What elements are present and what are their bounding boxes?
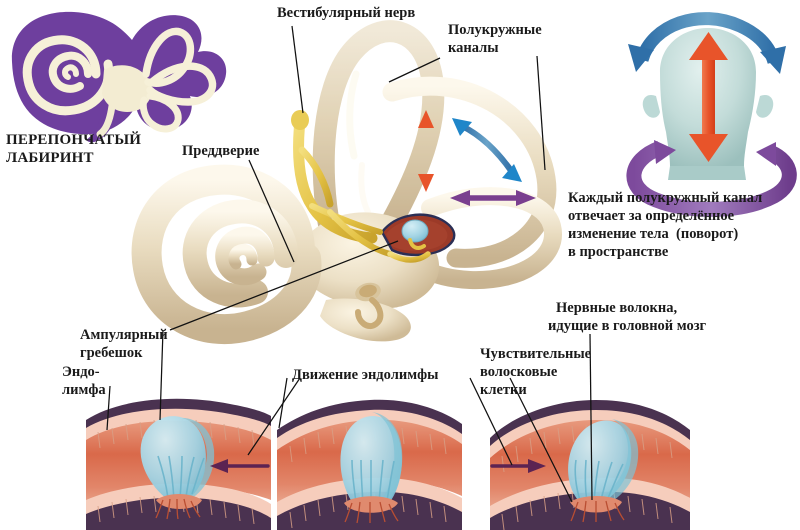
label-endolymph-line1: Эндо-: [62, 364, 100, 380]
label-vestibule: Преддверие: [182, 143, 260, 159]
inset-caption-line1: ПЕРЕПОНЧАТЫЙ: [6, 132, 142, 148]
label-ampullary-crest-line2: гребешок: [80, 345, 143, 361]
label-hair-cells-line2: волосковые: [480, 364, 558, 380]
side-text-line4: в пространстве: [568, 244, 669, 260]
ampulla-cutaway: [380, 213, 456, 257]
leader-lines: [106, 25, 593, 503]
label-vestibular-nerve: Вестибулярный нерв: [277, 5, 416, 21]
blue-diagonal-arrow: [452, 118, 522, 182]
purple-horizontal-arrow: [450, 190, 536, 206]
endolymph-flow-arrow-left: [210, 459, 270, 473]
side-text-line2: отвечает за определённое: [568, 208, 735, 224]
label-ampullary-crest-line1: Ампулярный: [80, 327, 168, 343]
membranous-labyrinth-inset-art: [11, 11, 227, 143]
crista-panel-left-art: [86, 392, 271, 530]
head-rotation-diagram-art: [626, 12, 797, 217]
cochlea-art: [131, 164, 322, 345]
vestibular-nerve-art: [291, 110, 431, 263]
label-endolymph-movement: Движение эндолимфы: [292, 367, 439, 383]
red-vertical-arrow: [418, 110, 434, 192]
label-endolymph-line2: лимфа: [62, 382, 106, 398]
label-hair-cells-line3: клетки: [480, 382, 527, 398]
side-text-line3: изменение тела (поворот): [568, 226, 739, 242]
label-semicircular-canals-line1: Полукружные: [448, 22, 542, 38]
endolymph-flow-arrow-right: [490, 459, 546, 473]
side-text-line1: Каждый полукружный канал: [568, 190, 763, 206]
crista-panel-middle-art: [277, 392, 462, 530]
bony-labyrinth-art: [131, 20, 562, 345]
inset-caption-line2: ЛАБИРИНТ: [6, 150, 94, 166]
head-vertical-arrow: [689, 32, 728, 162]
label-semicircular-canals-line2: каналы: [448, 40, 499, 56]
label-nerve-fibers-line1: Нервные волокна,: [556, 300, 678, 316]
crista-panel-right-art: [490, 392, 690, 530]
label-nerve-fibers-line2: идущие в головной мозг: [548, 318, 707, 334]
label-hair-cells-line1: Чувствительные: [480, 346, 592, 362]
